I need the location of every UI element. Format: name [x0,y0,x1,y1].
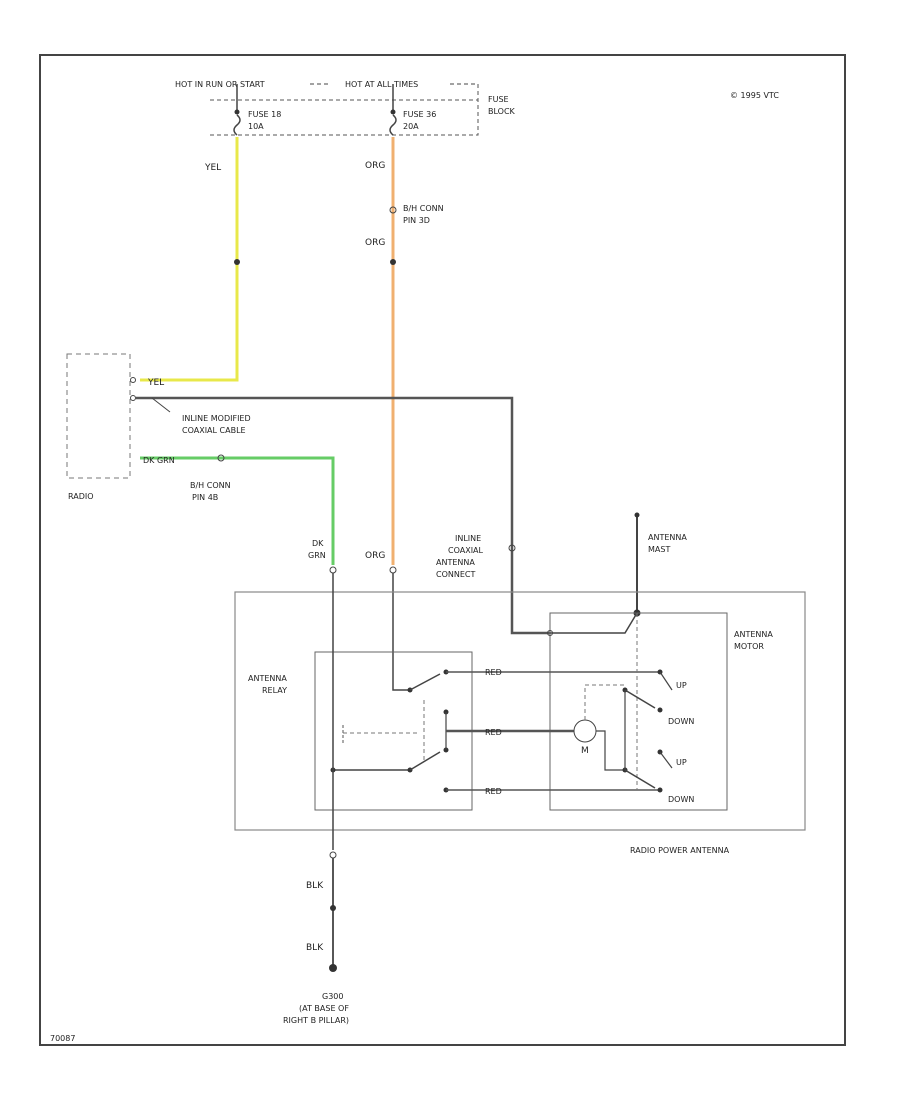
wire-label-org-2: ORG [365,238,385,248]
wire-label-yel-1: YEL [204,163,221,173]
coax-label-1: INLINE MODIFIED [182,414,251,423]
ground-connector [329,851,337,859]
limit-switch-2-down [657,787,663,793]
fuse-block-outline [210,99,479,136]
ground-label-2: (AT BASE OF [299,1004,349,1013]
inline-coax-label-1: INLINE [455,534,481,543]
fuse-block-label-1: FUSE [488,95,509,104]
dk-grn-wire [140,456,335,565]
motor-symbol [573,719,597,743]
antenna-motor-label-1: ANTENNA [734,630,773,639]
limit-switch-2-up-tab [659,751,673,769]
bh-conn-top-label-2: PIN 3D [403,216,430,225]
yel-wire [140,137,239,382]
org-connector [389,566,397,574]
bh-conn-4b-symbol [217,454,225,462]
dk-grn-connector [329,566,337,574]
blk-splice [330,905,336,911]
ground-label-3: RIGHT B PILLAR) [283,1016,349,1025]
wire-label-blk-1: BLK [306,881,324,891]
org-splice [390,259,396,265]
inline-coax-connector [508,544,516,552]
diagram-id: 70087 [50,1034,75,1043]
radio-pin-coax [130,395,136,401]
radio-power-antenna-label: RADIO POWER ANTENNA [630,846,730,855]
fuse-18-rating: 10A [248,122,264,131]
antenna-mast-tip [634,512,640,518]
org-to-relay [392,573,410,691]
relay-switch-2-blade [409,751,441,771]
coax-cable [136,396,550,635]
fuse-36-symbol [389,114,397,136]
wire-label-dk-grn-2b: GRN [308,551,326,560]
bh-conn-left-label-1: B/H CONN [190,481,231,490]
antenna-motor-box [549,612,728,811]
fuse-18-name: FUSE 18 [248,110,281,119]
down-label-2: DOWN [668,795,694,804]
bh-conn-3d-symbol [389,206,397,214]
fuse-36-terminal-top [390,109,396,115]
bh-conn-top-label-1: B/H CONN [403,204,444,213]
limit-switch-2-blade [624,769,656,789]
radio-label: RADIO [68,492,94,501]
limit-switch-1-down [657,707,663,713]
inline-coax-label-3: ANTENNA [436,558,475,567]
fuse-block-label-2: BLOCK [488,107,516,116]
radio-power-antenna-box [234,591,806,831]
wire-label-red-3: RED [485,787,502,796]
yel-splice [234,259,240,265]
antenna-motor-label-2: MOTOR [734,642,764,651]
down-label-1: DOWN [668,717,694,726]
antenna-mast-label-2: MAST [648,545,670,554]
hot-at-all-times-label: HOT AT ALL TIMES [345,80,418,89]
diagram-frame [39,54,846,1046]
ground-label-1: G300 [322,992,343,1001]
antenna-relay-label-2: RELAY [262,686,287,695]
ground-symbol [329,964,337,972]
wire-label-dk-grn-1: DK GRN [143,456,175,465]
antenna-relay-label-1: ANTENNA [248,674,287,683]
wire-label-yel-2: YEL [147,378,164,388]
limit-switch-1-blade [624,689,656,709]
hot-in-run-label: HOT IN RUN OR START [175,80,265,89]
wire-label-org-1: ORG [365,161,385,171]
coax-label-2: COAXIAL CABLE [182,426,246,435]
motor-symbol-label: M [581,746,589,756]
radio-pin-yel [130,377,136,383]
inline-coax-label-4: CONNECT [436,570,475,579]
wire-label-red-2: RED [485,728,502,737]
bh-conn-left-label-2: PIN 4B [192,493,218,502]
motor-limit-link [584,684,625,720]
wire-label-org-3: ORG [365,551,385,561]
limit-switch-1-up-tab [659,671,673,691]
motor-coax-pin [547,630,553,636]
radio-box [66,353,131,479]
fuse-36-rating: 20A [403,122,419,131]
copyright-label: © 1995 VTC [730,91,779,100]
motor-lead-down [596,730,625,771]
up-label-1: UP [676,681,687,690]
up-label-2: UP [676,758,687,767]
wire-label-blk-2: BLK [306,943,324,953]
coax-leader [151,397,171,413]
inline-coax-label-2: COAXIAL [448,546,484,555]
wire-label-dk-grn-2a: DK [312,539,324,548]
coax-to-mast [550,612,638,634]
antenna-mast-label-1: ANTENNA [648,533,687,542]
fuse-18-symbol [233,114,241,136]
fuse-36-name: FUSE 36 [403,110,436,119]
relay-switch-1-blade [409,673,441,691]
fuse-18-terminal-top [234,109,240,115]
wire-label-red-1: RED [485,668,502,677]
